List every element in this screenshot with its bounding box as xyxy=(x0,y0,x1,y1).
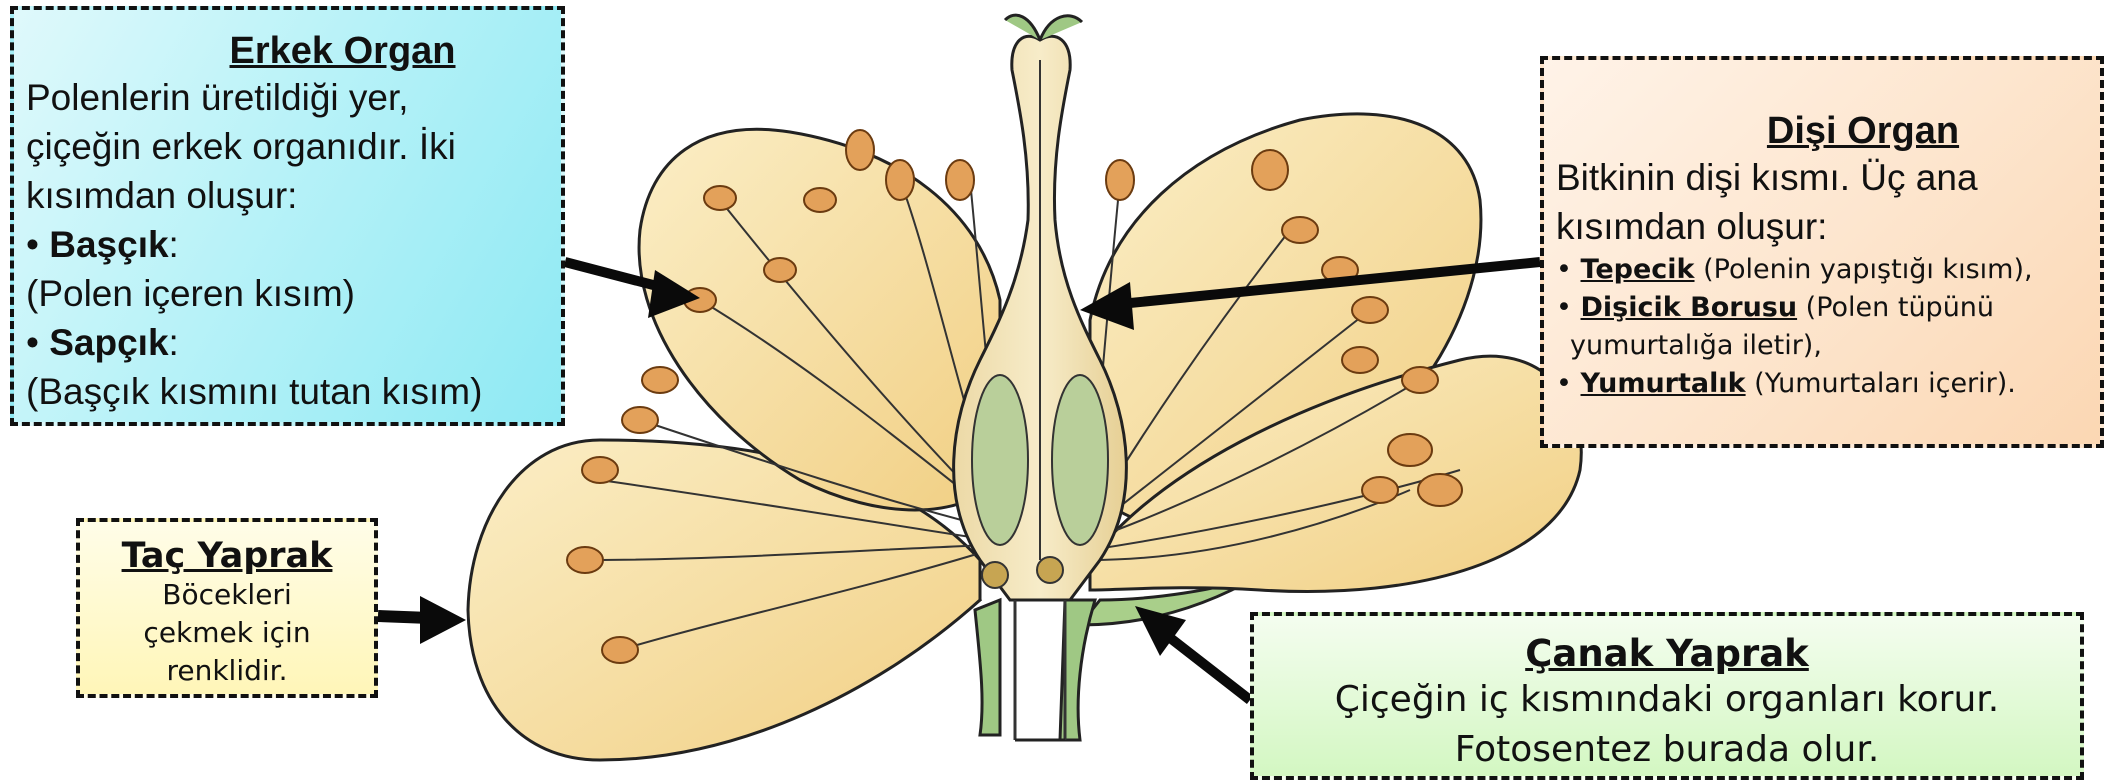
disicik-term: Dişicik Borusu xyxy=(1581,292,1798,323)
petal-title: Taç Yaprak xyxy=(86,536,368,576)
yumurtalik-bullet: • xyxy=(1556,368,1581,399)
male-organ-text-1: Polenlerin üretildiği yer, xyxy=(26,73,549,122)
sapcik-bullet: • xyxy=(26,322,49,363)
sepal-title: Çanak Yaprak xyxy=(1260,632,2074,675)
disicik-borusu-item: • Dişicik Borusu (Polen tüpünü xyxy=(1556,289,2090,327)
yumurtalik-term: Yumurtalık xyxy=(1581,368,1746,399)
tepecik-desc: (Polenin yapıştığı kısım), xyxy=(1695,254,2033,285)
male-organ-text-3: kısımdan oluşur: xyxy=(26,171,549,220)
petal-text-3: renklidir. xyxy=(86,652,368,690)
bascik-description: (Polen içeren kısım) xyxy=(26,269,549,318)
arrowhead-petal xyxy=(420,596,466,644)
bascik-colon: : xyxy=(169,224,179,265)
disicik-borusu-cont: yumurtalığa iletir), xyxy=(1556,327,2090,365)
sapcik-line: • Sapçık: xyxy=(26,318,549,367)
female-organ-title: Dişi Organ xyxy=(1636,110,2090,153)
tepecik-bullet: • xyxy=(1556,254,1581,285)
male-organ-box: Erkek Organ Polenlerin üretildiği yer, ç… xyxy=(10,6,565,426)
sapcik-colon: : xyxy=(169,322,179,363)
female-organ-box: Dişi Organ Bitkinin dişi kısmı. Üç ana k… xyxy=(1540,56,2104,448)
disicik-cont-desc: yumurtalığa iletir), xyxy=(1570,330,1822,361)
bascik-bullet: • xyxy=(26,224,49,265)
yumurtalik-item: • Yumurtalık (Yumurtaları içerir). xyxy=(1556,365,2090,403)
petal-text-1: Böcekleri xyxy=(86,576,368,614)
tepecik-item: • Tepecik (Polenin yapıştığı kısım), xyxy=(1556,251,2090,289)
male-organ-text-2: çiçeğin erkek organıdır. İki xyxy=(26,122,549,171)
petal-text-2: çekmek için xyxy=(86,614,368,652)
male-organ-title: Erkek Organ xyxy=(136,30,549,73)
female-organ-text-2: kısımdan oluşur: xyxy=(1556,202,2090,251)
female-organ-text-1: Bitkinin dişi kısmı. Üç ana xyxy=(1556,153,2090,202)
bascik-line: • Başçık: xyxy=(26,220,549,269)
sapcik-term: Sapçık xyxy=(49,322,168,363)
bascik-term: Başçık xyxy=(49,224,168,265)
yumurtalik-desc: (Yumurtaları içerir). xyxy=(1746,368,2016,399)
disicik-desc: (Polen tüpünü xyxy=(1797,292,1994,323)
arrow-to-sepal xyxy=(1160,630,1250,700)
disicik-bullet: • xyxy=(1556,292,1581,323)
tepecik-term: Tepecik xyxy=(1581,254,1695,285)
sepal-box: Çanak Yaprak Çiçeğin iç kısmındaki organ… xyxy=(1250,612,2084,780)
sepal-text-2: Fotosentez burada olur. xyxy=(1260,725,2074,775)
petal-box: Taç Yaprak Böcekleri çekmek için renklid… xyxy=(76,518,378,698)
sapcik-description: (Başçık kısmını tutan kısım) xyxy=(26,367,549,416)
sepal-text-1: Çiçeğin iç kısmındaki organları korur. xyxy=(1260,675,2074,725)
